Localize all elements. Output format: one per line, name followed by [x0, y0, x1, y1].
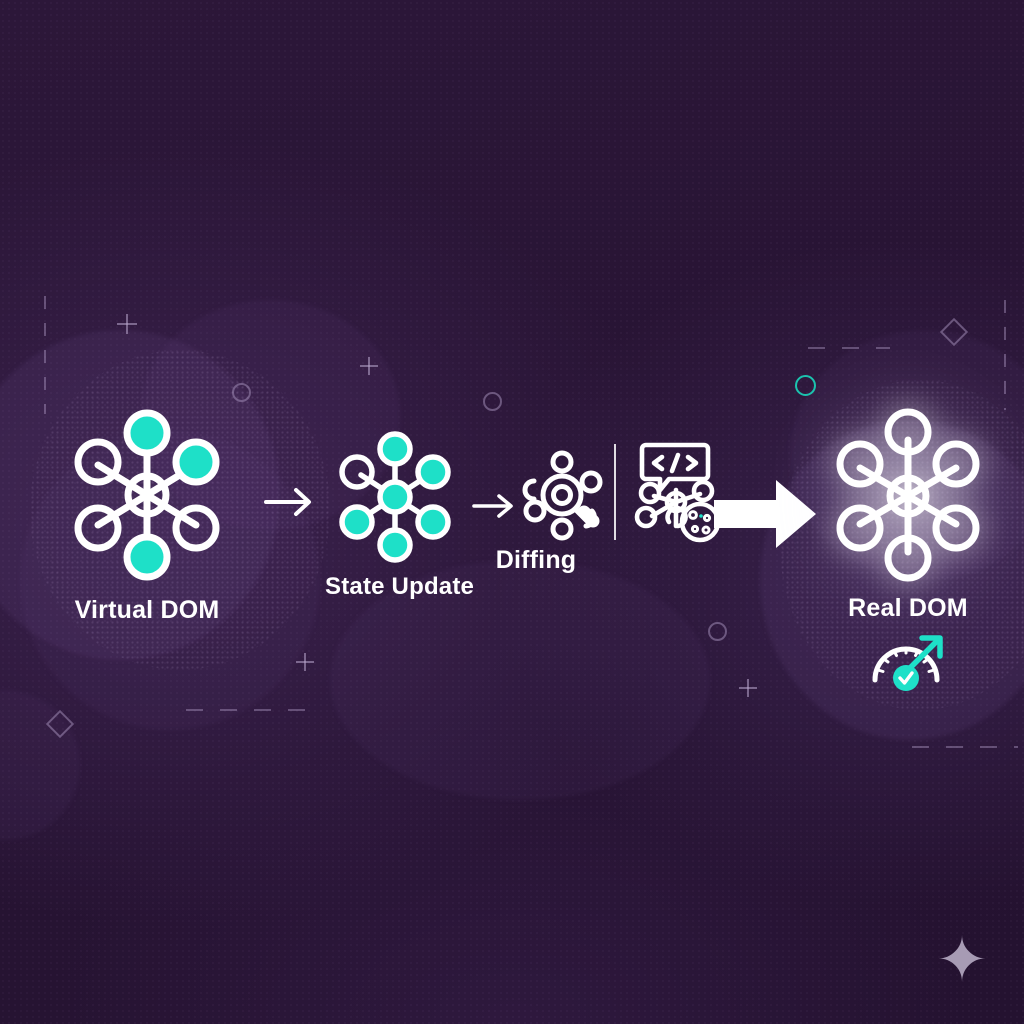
performance-gauge-check-icon: [872, 635, 943, 691]
connector-arrow-2: [472, 494, 513, 518]
circle-outline-bottom: [708, 622, 727, 641]
circle-outline-teal: [795, 375, 816, 396]
background-blob-left: [0, 330, 280, 660]
stage-label-virtual-dom: Virtual DOM: [74, 596, 220, 624]
stage-label-diffing: Diffing: [495, 546, 577, 574]
network-node-cluster-icon: [74, 409, 220, 581]
dashed-line-horizontal-bottom-right: [912, 746, 1018, 748]
stage-state-update[interactable]: State Update: [325, 425, 475, 645]
flow-row: Virtual DOM: [0, 390, 1024, 691]
plus-mark-mid-left: [360, 357, 378, 375]
background-blob-center: [330, 560, 710, 800]
connector-arrow-1: [264, 488, 311, 516]
network-node-cluster-icon: [836, 408, 980, 582]
diffing-divider: [614, 444, 616, 540]
background-blob-left-upper: [140, 300, 400, 530]
magnifier-network-icon: [522, 450, 603, 541]
stage-label-real-dom: Real DOM: [848, 594, 968, 622]
network-node-cluster-icon: [339, 431, 451, 563]
connector-arrow-3: [714, 480, 816, 548]
background-dot-texture-left: [30, 350, 330, 670]
circle-outline-left: [232, 383, 251, 402]
dashed-line-horizontal-bottom-left: [186, 709, 306, 711]
sparkle-star-bottom-right: ✦: [936, 926, 988, 995]
background-blob-right: [760, 420, 1024, 740]
dashed-line-vertical-right: [1004, 300, 1006, 410]
circle-outline-mid: [483, 392, 502, 411]
stage-real-dom[interactable]: Real DOM: [810, 398, 1006, 691]
dashed-line-vertical-left: [44, 296, 46, 414]
stage-diffing[interactable]: Diffing: [496, 440, 721, 600]
stage-virtual-dom[interactable]: Virtual DOM: [42, 400, 252, 650]
stage-label-state-update: State Update: [325, 573, 475, 600]
background-dot-texture-right: [780, 380, 1024, 710]
code-bubble-network-icon: [634, 442, 721, 543]
plus-mark-top-left: [117, 314, 137, 334]
dashed-line-horizontal-top-right: [808, 347, 890, 349]
